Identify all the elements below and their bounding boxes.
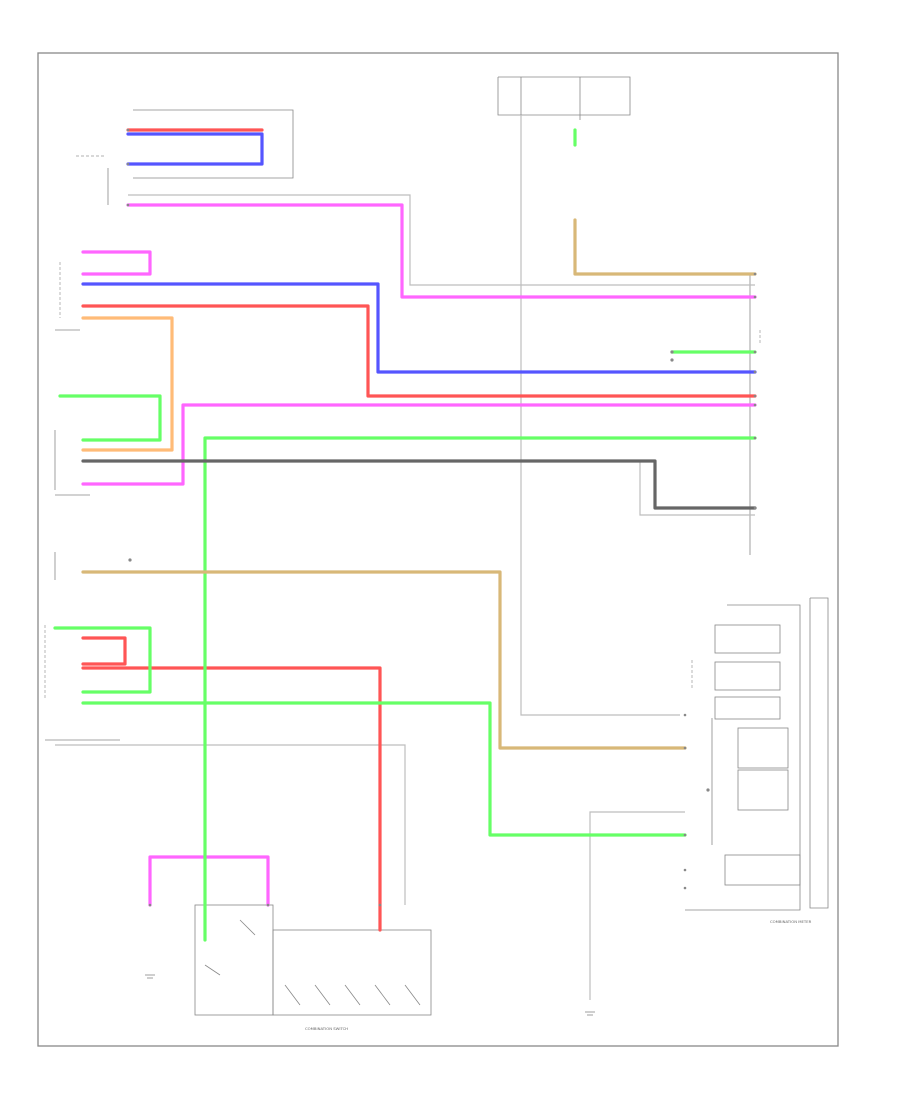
wire-pink-top-b [81, 250, 152, 276]
wire-blue-mid [81, 282, 757, 374]
wire-red-lower [81, 636, 127, 666]
component-outlines [44, 76, 829, 1016]
wire-green-to-meter [81, 701, 687, 837]
wire-pink-top-a [126, 203, 757, 299]
wire-green-long [203, 436, 757, 942]
wire-orange [81, 316, 174, 452]
wire-gray-center-vertical [520, 115, 680, 716]
wire-gray-top [128, 194, 755, 286]
wire-green-lower-left [53, 626, 152, 694]
wire-dark-gray [81, 459, 757, 510]
connector-pins [126, 128, 757, 907]
wires [53, 115, 757, 1000]
wire-green-upper-left [58, 394, 162, 442]
wire-pink-mid [81, 403, 757, 486]
wire-gray-lower-left [55, 744, 406, 905]
wire-gray-upper-right [639, 462, 755, 516]
combination-switch-label: COMBINATION SWITCH [305, 1026, 348, 1031]
wire-tan-mid [81, 570, 687, 750]
wire-red-switch [81, 666, 382, 932]
wire-pink-bottom [148, 855, 270, 907]
wire-tan-top-right [573, 218, 757, 276]
combination-meter-label: COMBINATION METER [770, 919, 812, 924]
diagram-frame [37, 52, 839, 1047]
wire-gray-meter-bottom [589, 811, 685, 1000]
wire-blue-top [126, 132, 264, 166]
wire-red-mid [81, 304, 757, 398]
